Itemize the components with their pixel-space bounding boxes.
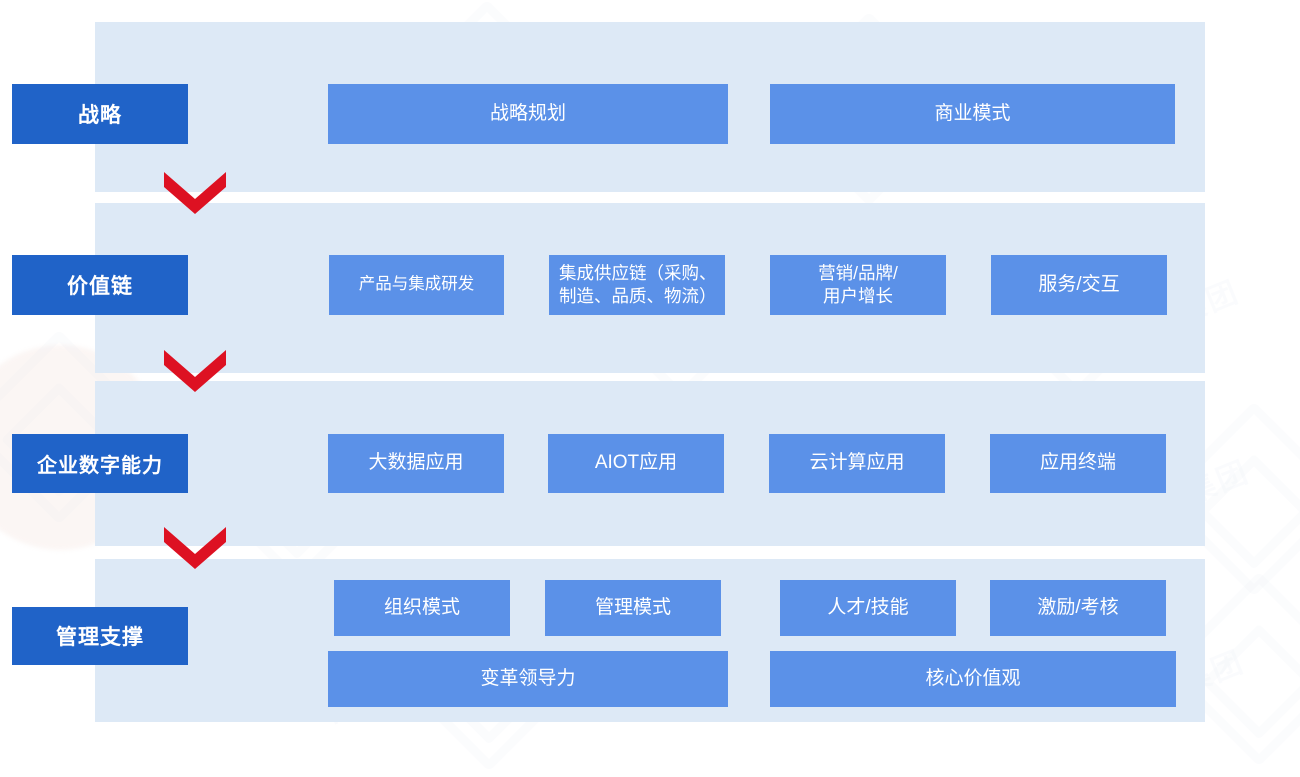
arrow-valuechain-to-capability [164,350,226,392]
cell-change-leadership[interactable]: 变革领导力 [328,651,728,707]
tier-label-valuechain[interactable]: 价值链 [12,255,188,315]
cell-application-terminal[interactable]: 应用终端 [990,434,1166,493]
cell-incentive-assessment[interactable]: 激励/考核 [990,580,1166,636]
tier-label-strategy[interactable]: 战略 [12,84,188,144]
cell-cloud-computing[interactable]: 云计算应用 [769,434,945,493]
cell-integrated-supply-chain[interactable]: 集成供应链（采购、 制造、品质、物流） [549,255,725,315]
cell-organization-model[interactable]: 组织模式 [334,580,510,636]
tier-label-digital-capability[interactable]: 企业数字能力 [12,434,188,493]
cell-aiot[interactable]: AIOT应用 [548,434,724,493]
cell-service-interaction[interactable]: 服务/交互 [991,255,1167,315]
cell-big-data[interactable]: 大数据应用 [328,434,504,493]
cell-core-values[interactable]: 核心价值观 [770,651,1176,707]
tier-label-management-support[interactable]: 管理支撑 [12,607,188,665]
cell-management-model[interactable]: 管理模式 [545,580,721,636]
cell-marketing-brand-growth[interactable]: 营销/品牌/ 用户增长 [770,255,946,315]
arrow-capability-to-management [164,527,226,569]
cell-talent-skills[interactable]: 人才/技能 [780,580,956,636]
arrow-strategy-to-valuechain [164,172,226,214]
cell-strategic-planning[interactable]: 战略规划 [328,84,728,144]
cell-business-model[interactable]: 商业模式 [770,84,1175,144]
cell-product-rnd[interactable]: 产品与集成研发 [329,255,504,315]
